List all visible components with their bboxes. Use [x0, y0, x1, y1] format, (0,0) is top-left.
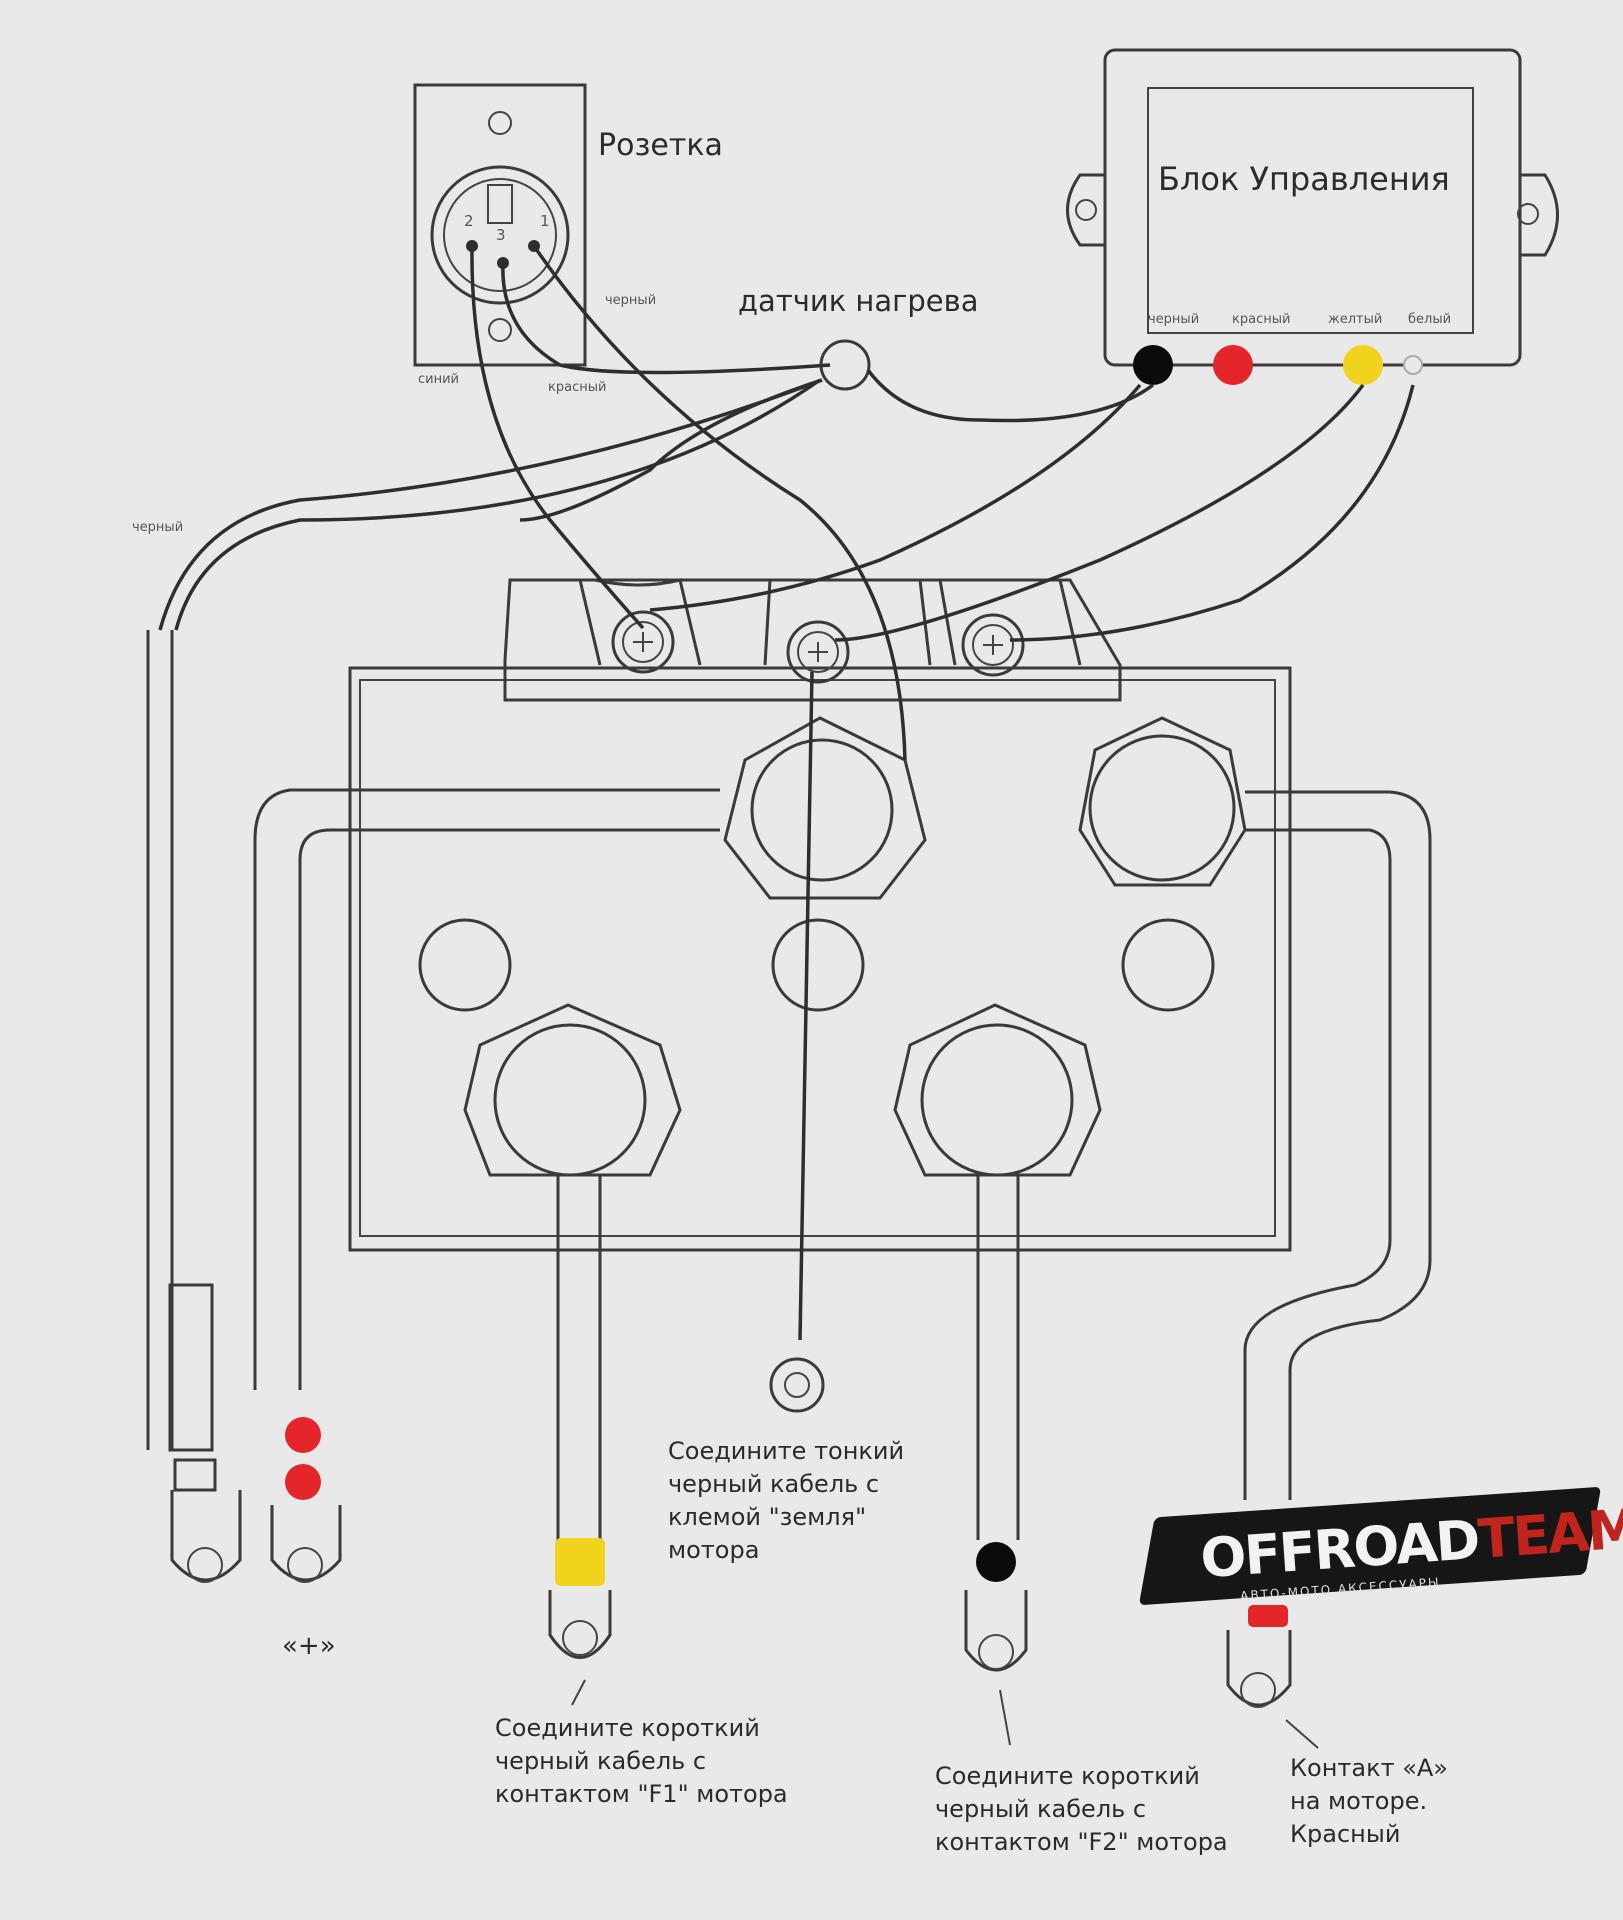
pin-2-label: 2 [464, 212, 474, 230]
socket-label: Розетка [598, 128, 723, 163]
hex-stud-top-center [723, 716, 927, 900]
plus-red-mark-bottom [285, 1464, 321, 1500]
plus-label: «+» [282, 1631, 336, 1661]
f2-cable [976, 1175, 1020, 1540]
hex-stud-bottom-right [893, 1003, 1102, 1177]
cu-white-label: белый [1408, 312, 1452, 327]
hole-right [1121, 918, 1215, 1012]
top-screw-right [961, 613, 1025, 677]
cu-red-label: красный [1232, 312, 1291, 327]
solenoid-body [348, 578, 1292, 1252]
offroadteam-logo: OFFROADTEAM АВТО-МОТО АКСЕССУАРЫ [1138, 1486, 1623, 1620]
a-note-line-1: Контакт «А» [1290, 1754, 1448, 1782]
f1-note-line-1: Соедините короткий [495, 1714, 760, 1742]
wire-red-socket-label: красный [548, 380, 607, 395]
cu-yellow-label: желтый [1328, 312, 1383, 327]
cu-terminal-white [1403, 355, 1423, 375]
cu-terminal-red [1213, 345, 1253, 385]
cu-terminal-black [1133, 345, 1173, 385]
socket-housing [413, 83, 587, 367]
f2-note: Соедините короткий черный кабель с конта… [935, 1760, 1228, 1859]
heat-sensor-label: датчик нагрева [738, 284, 979, 318]
f2-note-line-1: Соедините короткий [935, 1762, 1200, 1790]
wire-black-socket-label: черный [605, 293, 657, 308]
top-screw-middle [786, 620, 850, 684]
busbar-plus [253, 788, 720, 1390]
hole-left [418, 918, 512, 1012]
cu-terminal-yellow [1343, 345, 1383, 385]
ground-note: Соедините тонкий черный кабель с клемой … [668, 1435, 904, 1567]
left-thin-cable [146, 630, 174, 1450]
control-unit-label: Блок Управления [1158, 160, 1450, 198]
f1-note: Соедините короткий черный кабель с конта… [495, 1712, 788, 1811]
f2-note-line-3: контактом "F2" мотора [935, 1828, 1228, 1856]
pin-3-label: 3 [496, 226, 506, 244]
a-red-mark [1248, 1605, 1288, 1627]
cu-black-label: черный [1148, 312, 1200, 327]
hex-stud-top-right [1078, 716, 1247, 887]
hex-stud-bottom-left [463, 1003, 682, 1177]
pin-1-label: 1 [540, 212, 550, 230]
f1-yellow-mark [555, 1538, 605, 1586]
ground-ring [769, 1357, 825, 1413]
ground-wire [798, 671, 814, 1341]
busbar-a [1243, 790, 1432, 1500]
wire-black-left-label: черный [132, 520, 184, 535]
f1-cable [556, 1175, 602, 1540]
f1-note-line-2: черный кабель с [495, 1747, 707, 1775]
control-unit-housing [1066, 48, 1559, 367]
a-note-line-3: Красный [1290, 1820, 1401, 1848]
f2-black-mark [976, 1542, 1016, 1582]
ground-note-line-2: черный кабель с [668, 1470, 880, 1498]
f2-note-line-2: черный кабель с [935, 1795, 1147, 1823]
a-note-line-2: на моторе. [1290, 1787, 1428, 1815]
wire-blue-label: синий [418, 372, 459, 387]
top-screw-left [611, 610, 675, 674]
a-contact-note: Контакт «А» на моторе. Красный [1290, 1752, 1448, 1851]
ground-note-line-3: клемой "земля" [668, 1503, 867, 1531]
hole-center [771, 918, 865, 1012]
ground-note-line-4: мотора [668, 1536, 760, 1564]
plus-red-mark-top [285, 1417, 321, 1453]
logo-part-2: TEAM [1476, 1496, 1623, 1571]
f1-note-line-3: контактом "F1" мотора [495, 1780, 788, 1808]
ground-note-line-1: Соедините тонкий [668, 1437, 905, 1465]
